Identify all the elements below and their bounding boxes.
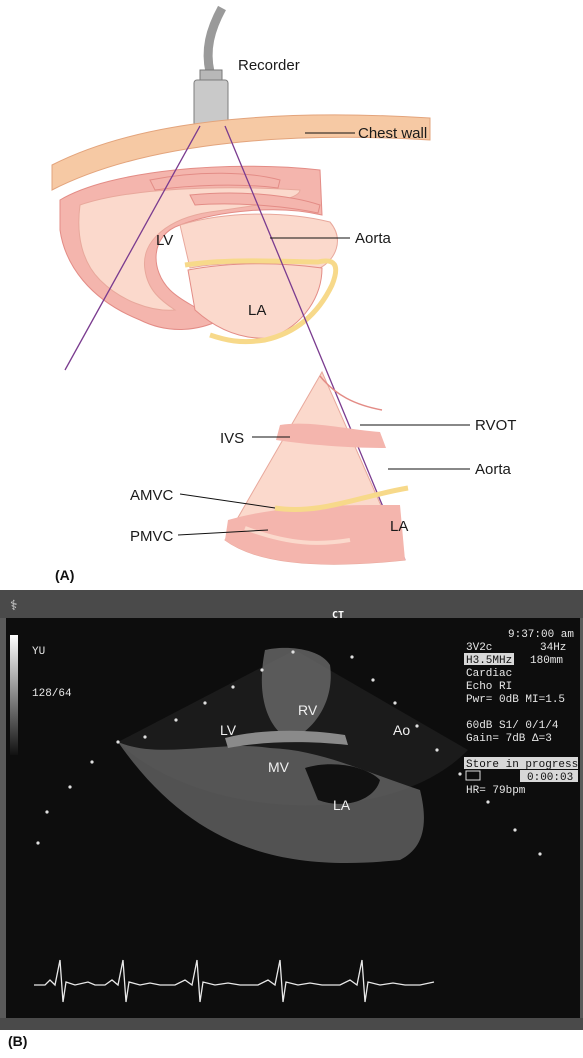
label-lv-top: LV [156, 232, 173, 249]
readout-time: 9:37:00 am [508, 629, 574, 641]
label-chest-wall: Chest wall [358, 125, 427, 142]
panel-a-letter: (A) [55, 567, 74, 583]
readout-preset2: Echo RI [466, 681, 512, 693]
readout-gain: Gain= 7dB Δ=3 [466, 733, 552, 745]
left-readout-2: 128/64 [32, 688, 72, 700]
label-la-top: LA [248, 302, 266, 319]
left-readout-1: YU [32, 646, 45, 658]
transducer-cable [208, 8, 222, 72]
echo-label-ao: Ao [393, 722, 410, 738]
la-region [188, 264, 322, 338]
readout-store: Store in progress [466, 759, 578, 771]
top-bar [0, 590, 583, 618]
label-aorta-top: Aorta [355, 230, 392, 247]
readout-hr: HR= 79bpm [466, 785, 526, 797]
panel-b-letter: (B) [8, 1033, 27, 1049]
echo-label-la: LA [333, 797, 351, 813]
readout-probe: 3V2c [466, 642, 492, 654]
label-la-bottom: LA [390, 518, 408, 535]
ct-mark: CT [332, 610, 344, 621]
echocardiogram-image: ⚕ YU 128/64 CT RV LV Ao MV LA 9:37:00 am… [0, 590, 583, 1030]
grayscale-bar [10, 635, 18, 755]
readout-pwr: Pwr= 0dB MI=1.5 [466, 694, 565, 706]
top-bar-icon: ⚕ [10, 598, 18, 614]
schematic-diagram: Recorder Chest wall Aorta LV LA IVS RVOT… [0, 0, 583, 585]
readout-freq: H3.5MHz [466, 655, 512, 667]
label-amvc: AMVC [130, 487, 174, 504]
label-rvot: RVOT [475, 417, 516, 434]
readout-frame-rate: 34Hz [540, 642, 566, 654]
readout-timer: 0:00:03 [527, 772, 573, 784]
readout-db: 60dB S1/ 0/1/4 [466, 720, 559, 732]
readout-depth: 180mm [530, 655, 563, 667]
transducer-probe [194, 80, 228, 126]
echo-label-rv: RV [298, 702, 318, 718]
bottom-bar [0, 1018, 583, 1030]
readout-preset1: Cardiac [466, 668, 512, 680]
label-ivs: IVS [220, 430, 244, 447]
label-aorta-bottom: Aorta [475, 461, 512, 478]
echo-label-lv: LV [220, 722, 237, 738]
label-pmvc: PMVC [130, 528, 174, 545]
echo-label-mv: MV [268, 759, 290, 775]
label-recorder: Recorder [238, 57, 300, 74]
